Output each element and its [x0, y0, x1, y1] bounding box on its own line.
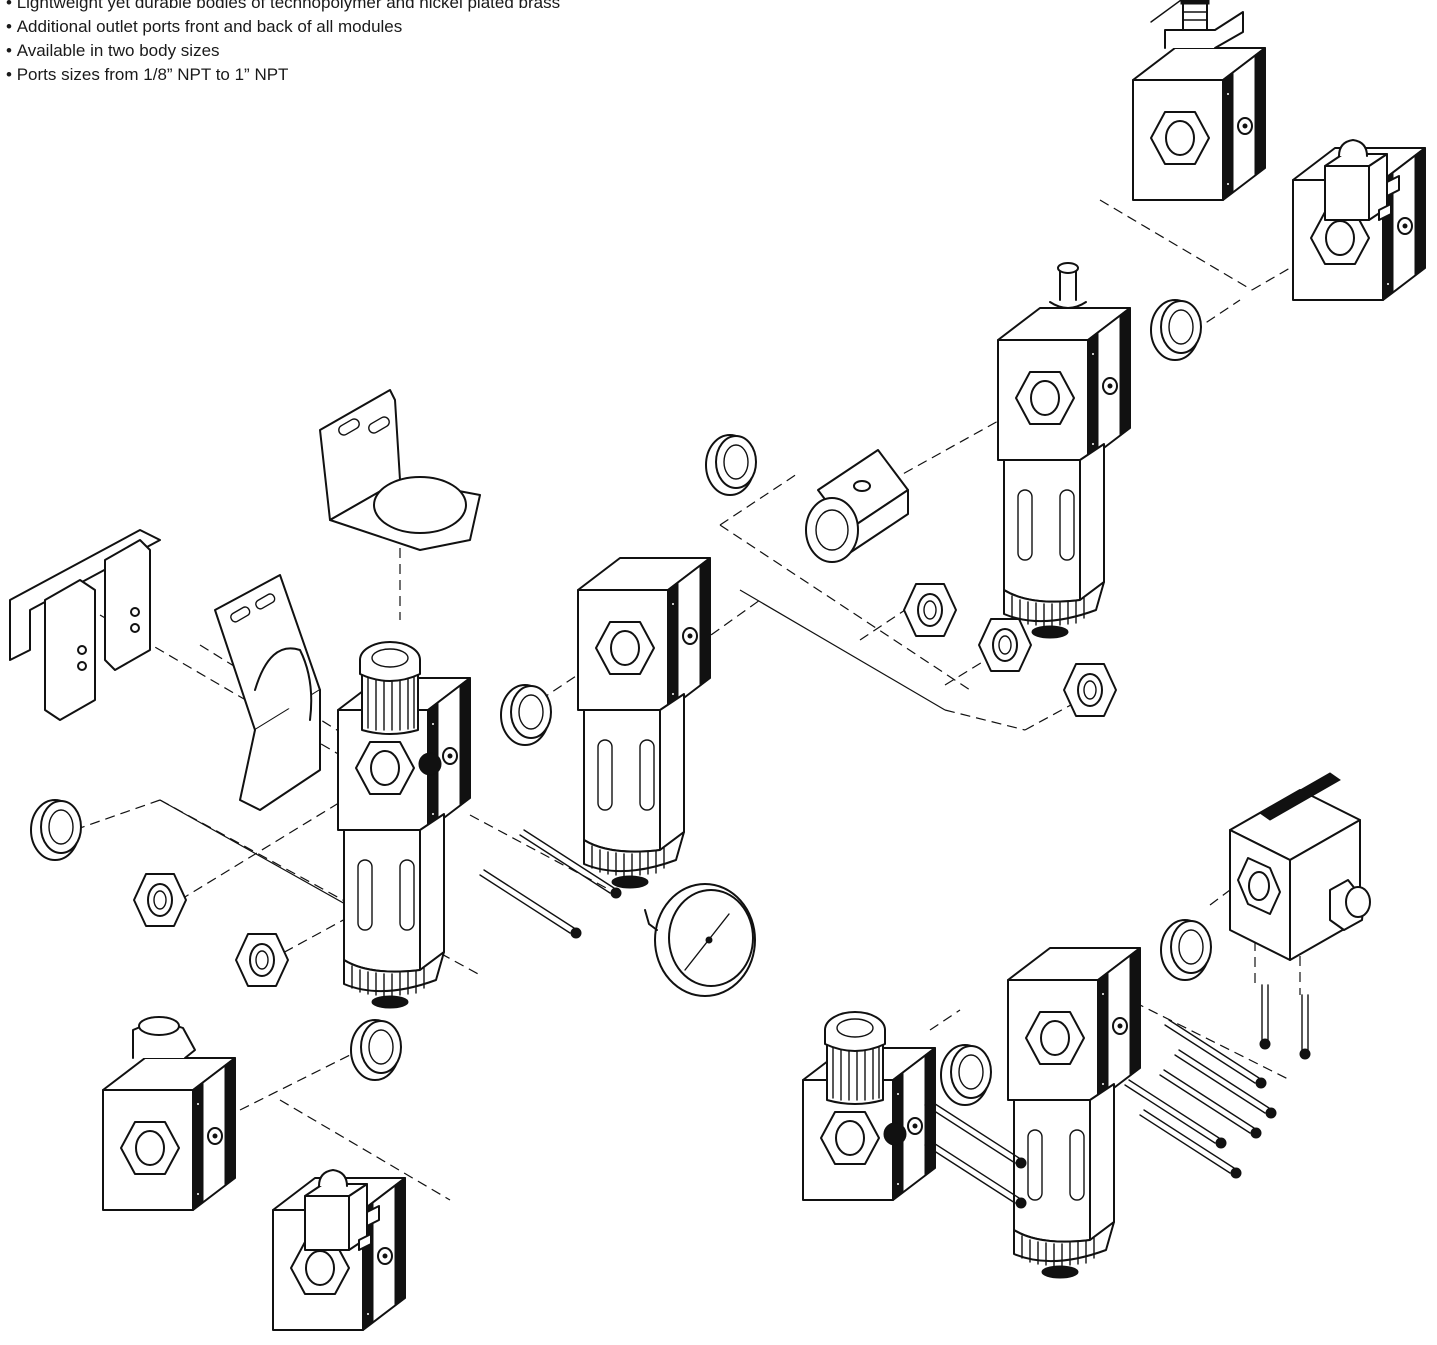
- mounting-screw: [479, 869, 582, 939]
- vertical-screw: [1259, 984, 1311, 1060]
- din-rail-mount: [9, 529, 161, 721]
- feature-item: Available in two body sizes: [6, 39, 560, 63]
- hex-nut: [133, 873, 187, 927]
- hex-nut: [978, 618, 1032, 672]
- coupling-ring: [350, 1019, 402, 1081]
- mounting-screw: [1159, 1069, 1262, 1139]
- solenoid-valve-cap-bottom-left: [102, 1016, 236, 1211]
- regulator-unit: [802, 1011, 936, 1201]
- wall-mounting-bracket: [319, 389, 481, 551]
- coalescing-filter-unit: [577, 557, 711, 889]
- coupling-ring: [705, 434, 757, 496]
- feature-item: Additional outlet ports front and back o…: [6, 15, 560, 39]
- hex-nut: [235, 933, 289, 987]
- coupling-ring: [500, 684, 552, 746]
- filter-regulator-unit: [337, 641, 471, 1009]
- coupling-ring: [1160, 919, 1212, 981]
- mounting-screw: [924, 1139, 1027, 1209]
- mounting-screw: [1164, 1019, 1267, 1089]
- hex-nut: [1063, 663, 1117, 717]
- valve-block-bottom-right: [1229, 772, 1371, 961]
- coupling-ring: [30, 799, 82, 861]
- panel-mounting-bracket: [214, 574, 321, 811]
- coupling-ring: [1150, 299, 1202, 361]
- solenoid-valve-small: [1132, 0, 1266, 201]
- solenoid-valve-coil-bottom: [272, 1169, 406, 1331]
- feature-list: Lightweight yet durable bodies of techno…: [6, 0, 560, 87]
- feature-item: Lightweight yet durable bodies of techno…: [6, 0, 560, 15]
- filter-unit-bottom-right: [1007, 947, 1141, 1279]
- lubricator-unit: [997, 262, 1131, 639]
- port-block: [805, 449, 909, 563]
- hex-nut: [903, 583, 957, 637]
- pressure-gauge: [644, 883, 756, 997]
- mounting-screw: [924, 1099, 1027, 1169]
- coupling-ring: [940, 1044, 992, 1106]
- feature-item: Ports sizes from 1/8” NPT to 1” NPT: [6, 63, 560, 87]
- solenoid-valve-coil-top-right: [1292, 139, 1426, 301]
